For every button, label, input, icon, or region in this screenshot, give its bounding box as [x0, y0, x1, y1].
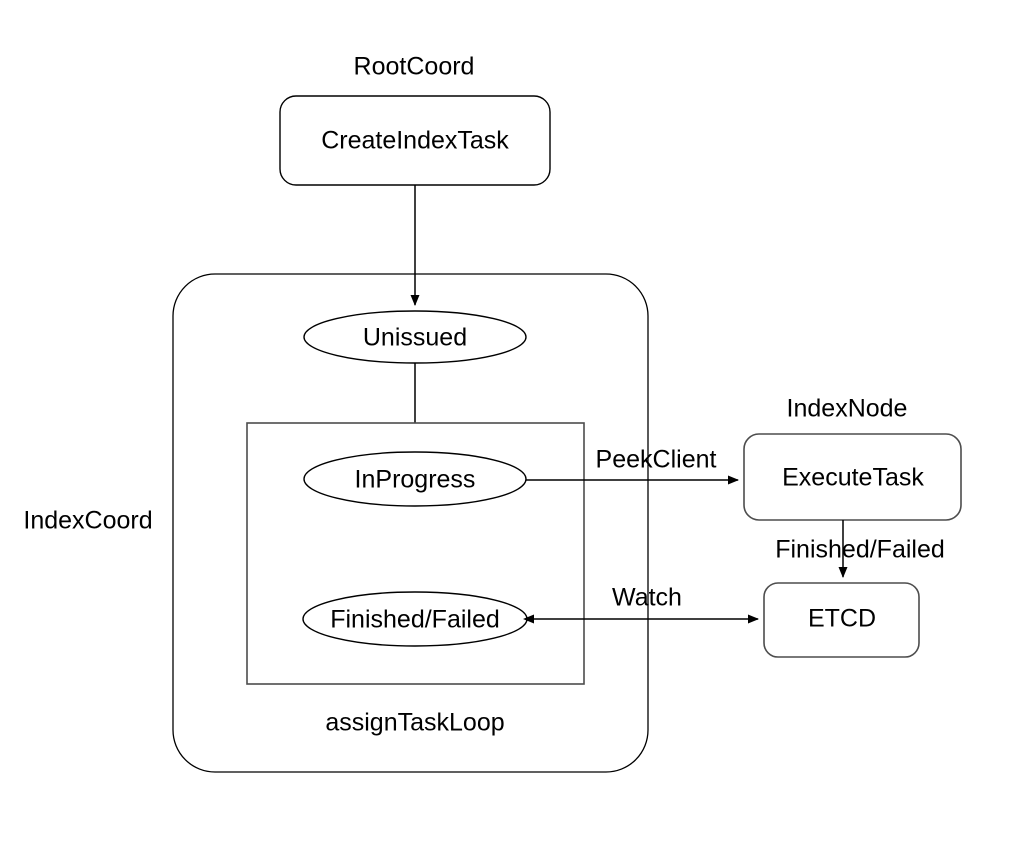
edge-etcd-to-finishedfailed: Watch — [523, 584, 759, 624]
edge-inprogress-to-executetask: PeekClient — [526, 446, 739, 485]
unissued-label: Unissued — [363, 324, 467, 352]
edge-executetask-to-etcd: Finished/Failed — [775, 520, 945, 578]
etcd-label: ETCD — [808, 605, 876, 633]
group-indexcoord: IndexCoord — [23, 273, 649, 773]
edge-label-finished-failed: Finished/Failed — [775, 536, 945, 564]
node-in-progress[interactable]: InProgress — [303, 451, 527, 507]
indexcoord-container — [172, 273, 649, 773]
group-label-indexnode: IndexNode — [787, 395, 908, 423]
edge-label-watch: Watch — [612, 584, 682, 612]
node-create-index-task[interactable]: CreateIndexTask — [279, 95, 551, 186]
group-indexnode: IndexNode — [787, 395, 908, 423]
node-unissued[interactable]: Unissued — [303, 310, 527, 364]
group-label-rootcoord: RootCoord — [354, 53, 475, 81]
edge-label-peekclient: PeekClient — [596, 446, 717, 474]
node-execute-task[interactable]: ExecuteTask — [743, 433, 962, 521]
finished-failed-label: Finished/Failed — [330, 606, 500, 634]
group-label-assigntaskloop: assignTaskLoop — [325, 709, 504, 737]
group-label-indexcoord: IndexCoord — [23, 507, 152, 535]
group-rootcoord: RootCoord — [354, 53, 475, 81]
etcd-box[interactable] — [763, 582, 920, 658]
node-etcd[interactable]: ETCD — [763, 582, 920, 658]
create-index-task-label: CreateIndexTask — [321, 127, 509, 155]
in-progress-label: InProgress — [355, 466, 476, 494]
execute-task-box[interactable] — [743, 433, 962, 521]
execute-task-label: ExecuteTask — [782, 464, 924, 492]
node-finished-failed-state[interactable]: Finished/Failed — [302, 591, 528, 647]
in-progress-ellipse[interactable] — [303, 451, 527, 507]
